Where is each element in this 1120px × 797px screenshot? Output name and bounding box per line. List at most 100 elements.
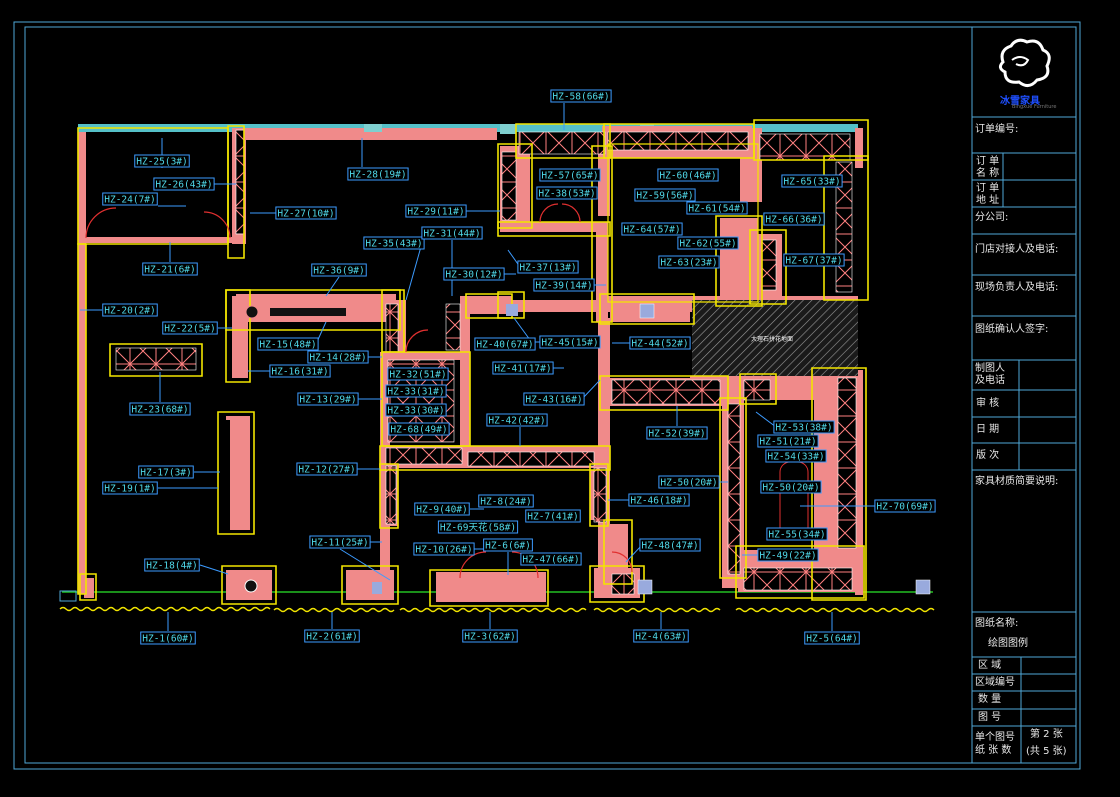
part-label-box	[385, 403, 447, 417]
part-label-box	[629, 336, 691, 350]
part-label: HZ-22(5#)	[162, 321, 218, 335]
part-label: HZ-25(3#)	[134, 154, 190, 168]
elevation-baselines	[59, 606, 935, 613]
part-label: HZ-70(69#)	[874, 499, 936, 513]
part-label-text: HZ-44(52#)	[631, 339, 688, 350]
part-label: HZ-58(66#)	[550, 89, 612, 103]
part-label-box	[162, 321, 218, 335]
part-label-text: HZ-57(65#)	[541, 171, 598, 182]
part-label-box	[804, 631, 860, 645]
part-label-text: HZ-51(21#)	[759, 437, 816, 448]
part-label: HZ-18(4#)	[144, 558, 200, 572]
part-label-text: HZ-25(3#)	[136, 157, 187, 168]
part-label: HZ-59(56#)	[634, 188, 696, 202]
material-label: 家具材质简要说明:	[975, 476, 1059, 487]
site-contact-label: 现场负责人及电话:	[975, 282, 1059, 293]
part-label: HZ-50(20#)	[760, 480, 822, 494]
part-label-text: HZ-8(24#)	[480, 497, 531, 508]
part-label-box	[388, 422, 450, 436]
part-label-box	[520, 552, 582, 566]
per-drawing-label-1: 单个图号	[975, 732, 1015, 743]
part-label: HZ-36(9#)	[311, 263, 367, 277]
part-label-box	[478, 494, 534, 508]
part-label: HZ-64(57#)	[621, 222, 683, 236]
part-label: HZ-38(53#)	[536, 186, 598, 200]
part-label-box	[269, 364, 331, 378]
part-label: HZ-42(42#)	[486, 413, 548, 427]
part-label: HZ-33(31#)	[385, 384, 447, 398]
quantity-label: 数 量	[978, 694, 1002, 705]
part-label-box	[437, 520, 519, 534]
part-label: HZ-53(38#)	[773, 420, 835, 434]
part-label-box	[760, 480, 822, 494]
part-label-text: HZ-62(55#)	[679, 239, 736, 250]
part-label-box	[138, 465, 194, 479]
part-label-text: HZ-47(66#)	[522, 555, 579, 566]
part-label-text: HZ-7(41#)	[527, 512, 578, 523]
part-label-text: HZ-70(69#)	[876, 502, 933, 513]
area-no-label: 区域编号	[975, 677, 1015, 688]
part-label-text: HZ-24(7#)	[104, 195, 155, 206]
part-label-box	[102, 192, 158, 206]
part-label-text: HZ-65(33#)	[783, 177, 840, 188]
part-label-box	[536, 186, 598, 200]
part-label-box	[525, 509, 581, 523]
part-label-box	[492, 361, 554, 375]
confirm-sign-label: 图纸确认人签字:	[975, 324, 1049, 335]
part-label-box	[414, 502, 470, 516]
part-label-box	[363, 236, 425, 250]
part-label: HZ-26(43#)	[153, 177, 215, 191]
part-label-text: HZ-41(17#)	[494, 364, 551, 375]
part-label: HZ-23(68#)	[129, 402, 191, 416]
part-label-box	[628, 493, 690, 507]
part-label: HZ-8(24#)	[478, 494, 534, 508]
part-label-box	[140, 631, 196, 645]
part-label-text: HZ-12(27#)	[298, 465, 355, 476]
part-label-box	[347, 167, 409, 181]
inner-border	[24, 26, 1077, 764]
part-label: HZ-52(39#)	[646, 426, 708, 440]
order-name-label-1: 订 单	[976, 156, 1000, 167]
part-label-box	[621, 222, 683, 236]
part-label-box	[517, 260, 579, 274]
part-label-text: HZ-19(1#)	[104, 484, 155, 495]
part-label-box	[307, 350, 369, 364]
part-label: HZ-16(31#)	[269, 364, 331, 378]
part-label-text: HZ-18(4#)	[146, 561, 197, 572]
part-label: HZ-54(33#)	[765, 449, 827, 463]
part-label: HZ-60(46#)	[657, 168, 719, 182]
part-label-text: HZ-39(14#)	[535, 281, 592, 292]
part-label-text: HZ-38(53#)	[538, 189, 595, 200]
part-label: HZ-32(51#)	[387, 367, 449, 381]
part-label: HZ-24(7#)	[102, 192, 158, 206]
part-label-box	[486, 413, 548, 427]
part-label: HZ-66(36#)	[763, 212, 825, 226]
part-label-text: HZ-14(28#)	[309, 353, 366, 364]
part-label-box	[134, 154, 190, 168]
part-label: HZ-50(20#)	[658, 475, 720, 489]
part-label: HZ-2(61#)	[304, 629, 360, 643]
part-label-text: HZ-48(47#)	[641, 541, 698, 552]
part-label: HZ-47(66#)	[520, 552, 582, 566]
part-label: HZ-21(6#)	[142, 262, 198, 276]
part-label: HZ-5(64#)	[804, 631, 860, 645]
part-label: HZ-10(26#)	[413, 542, 475, 556]
part-label-text: HZ-59(56#)	[636, 191, 693, 202]
part-label-box	[483, 538, 533, 552]
order-name-label-2: 名 称	[976, 168, 1000, 179]
part-label: HZ-1(60#)	[140, 631, 196, 645]
part-label: HZ-11(25#)	[309, 535, 371, 549]
part-label-text: HZ-45(15#)	[541, 338, 598, 349]
part-label-box	[539, 335, 601, 349]
part-label: HZ-61(54#)	[686, 201, 748, 215]
part-label-box	[385, 384, 447, 398]
company-logo	[998, 38, 1051, 87]
part-label: HZ-55(34#)	[766, 527, 828, 541]
hatch-area-text: 大理石拼花地面	[751, 335, 793, 343]
order-no-label: 订单编号:	[975, 124, 1019, 135]
part-label-box	[533, 278, 595, 292]
part-label-text: HZ-36(9#)	[313, 266, 364, 277]
part-label: HZ-43(16#)	[523, 392, 585, 406]
part-label-box	[405, 204, 467, 218]
